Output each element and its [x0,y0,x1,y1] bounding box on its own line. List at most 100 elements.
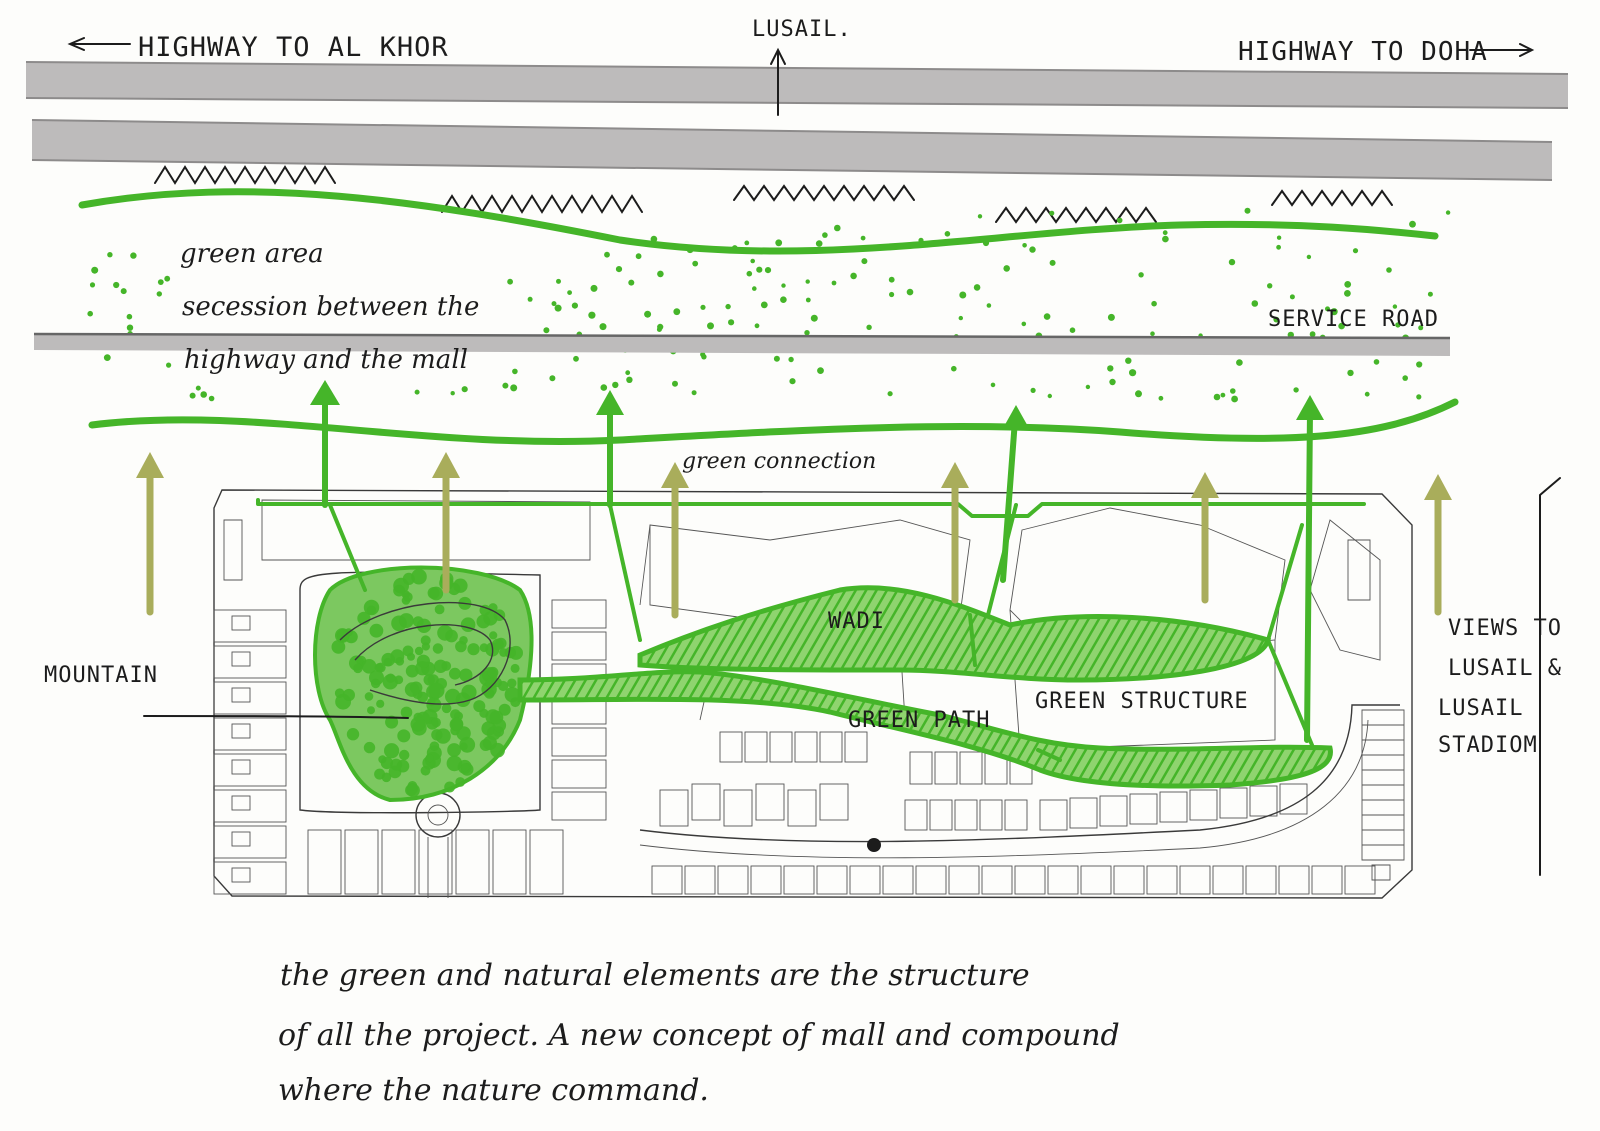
tree [331,640,346,654]
tree [479,643,489,653]
house-block [787,789,817,827]
green-dot [805,297,811,303]
green-dot [1162,235,1169,243]
green-dot [944,231,951,237]
green-dot [692,260,699,267]
green-dot [1309,331,1316,338]
house-block [1279,783,1308,815]
green-dot [450,391,455,396]
house-block [1249,785,1278,817]
green-dot [625,370,631,376]
house-block [551,759,607,789]
tree [411,568,427,585]
green-dot [656,327,662,332]
house-block [1189,789,1218,821]
green-dot [810,314,818,322]
house-block [750,865,782,895]
green-dot [599,323,607,331]
tree [367,706,375,715]
house-block [1344,865,1376,895]
green-dot [1392,304,1398,309]
house-block [1047,865,1079,895]
green-dot [512,368,518,375]
tree [400,706,413,719]
green-dot [1231,395,1238,403]
green-dot [644,310,652,318]
green-dot [1395,322,1401,328]
labels: HIGHWAY TO AL KHOR LUSAIL. HIGHWAY TO DO… [44,17,1562,758]
green-dot [1276,244,1281,250]
green-dot [87,310,93,317]
green-dot [626,376,633,383]
views-label-2: LUSAIL & [1448,656,1562,681]
tree [498,703,511,716]
green-dot [527,296,533,302]
tree [437,625,453,641]
green-dot [650,235,658,243]
green-dot [166,362,172,368]
tree [414,646,424,656]
house-block [213,681,287,715]
house-block [819,783,849,821]
green-dot [157,279,164,285]
highway-al-khor-label: HIGHWAY TO AL KHOR [138,32,449,63]
tree [432,643,444,654]
green-dot [975,237,981,243]
house-block [551,599,607,629]
green-dot [1107,365,1114,372]
house-block [1004,799,1028,831]
green-dot [1162,230,1168,236]
tree [487,666,499,678]
tree [431,717,441,728]
green-dot [1043,313,1051,320]
house-block [1129,793,1158,825]
house-unit [231,651,251,667]
green-dot [951,365,957,372]
green-dot [604,251,610,258]
house-block [1278,865,1310,895]
house-block [882,865,914,895]
green-dot [1022,243,1027,248]
views-label-1: VIEWS TO [1448,616,1562,641]
green-dot [1276,235,1282,240]
green-dot [754,323,760,329]
green-dot [775,239,783,247]
tree [376,699,385,708]
green-dot [200,391,207,398]
tree [364,692,374,701]
green-dot [1116,217,1123,224]
green-dot [672,380,678,387]
direction-arrows [67,37,1535,116]
house-block [744,731,768,763]
house-block [979,799,1003,831]
green-dot [780,296,787,304]
green-dot [918,237,924,243]
house-block [213,753,287,787]
tree [353,663,363,674]
green-dot [208,395,215,402]
green-dot [805,279,810,284]
green-dot [543,327,550,334]
green-dot [750,258,755,264]
lusail-label: LUSAIL. [752,17,852,42]
tree [420,765,431,776]
green-dot [850,272,857,280]
green-dot [822,232,828,238]
green-dot [657,270,664,278]
tree [363,741,376,754]
green-dot [1049,210,1055,216]
green-dot [1125,357,1132,364]
tree [459,636,468,645]
green-dot [1344,281,1352,288]
house-unit [231,615,251,631]
note-line-2: of all the project. A new concept of mal… [278,1018,1120,1053]
green-dot [1267,283,1273,289]
tree [490,742,505,758]
tree [393,584,405,597]
green-dot [1416,361,1423,368]
green-dot [556,278,561,284]
green-dot [700,351,706,358]
green-dot [502,382,509,389]
house-unit [231,867,251,883]
house-block [529,829,564,895]
